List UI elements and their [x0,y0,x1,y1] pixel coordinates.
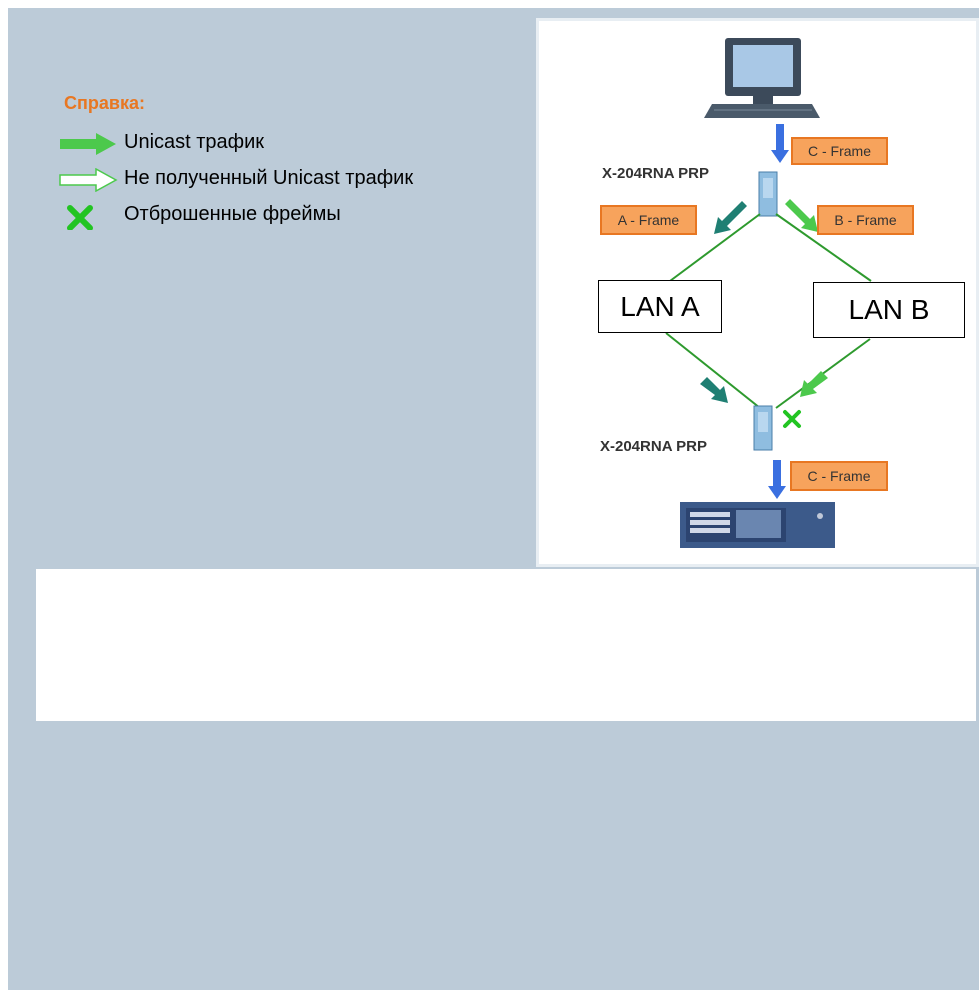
legend-item-label: Unicast трафик [124,131,265,153]
prp-device-bottom-icon [753,405,773,451]
top-pc-icon [704,38,820,118]
device-label-top: X-204RNA PRP [602,165,709,182]
frame-label-a-top: A - Frame [600,205,697,235]
legend: Справка: Unicast трафик Не полученный Un… [52,88,522,238]
legend-title: Справка: [64,93,145,113]
device-label-bottom: X-204RNA PRP [600,438,707,455]
solid-green-arrow-icon [60,133,116,155]
frame-label-c-bottom-top: C - Frame [790,461,888,491]
prp-device-top-icon [758,171,778,217]
server-top-diagram-icon [680,502,835,548]
legend-item-label: Не полученный Unicast трафик [124,167,414,189]
lan-a-box: LAN A [598,280,722,333]
ring-panel-w [36,569,976,720]
frame-label-c-top: C - Frame [791,137,888,165]
lan-b-box: LAN B [813,282,965,338]
legend-item-unicast: Unicast трафик [52,130,522,158]
outline-green-arrow-icon [59,168,118,192]
legend-item-dropped: Отброшенные фреймы [52,202,522,230]
green-x-icon [67,205,93,230]
frame-label-b-top: B - Frame [817,205,914,235]
legend-item-label: Отброшенные фреймы [124,203,341,225]
legend-item-not-received: Не полученный Unicast трафик [52,166,522,194]
